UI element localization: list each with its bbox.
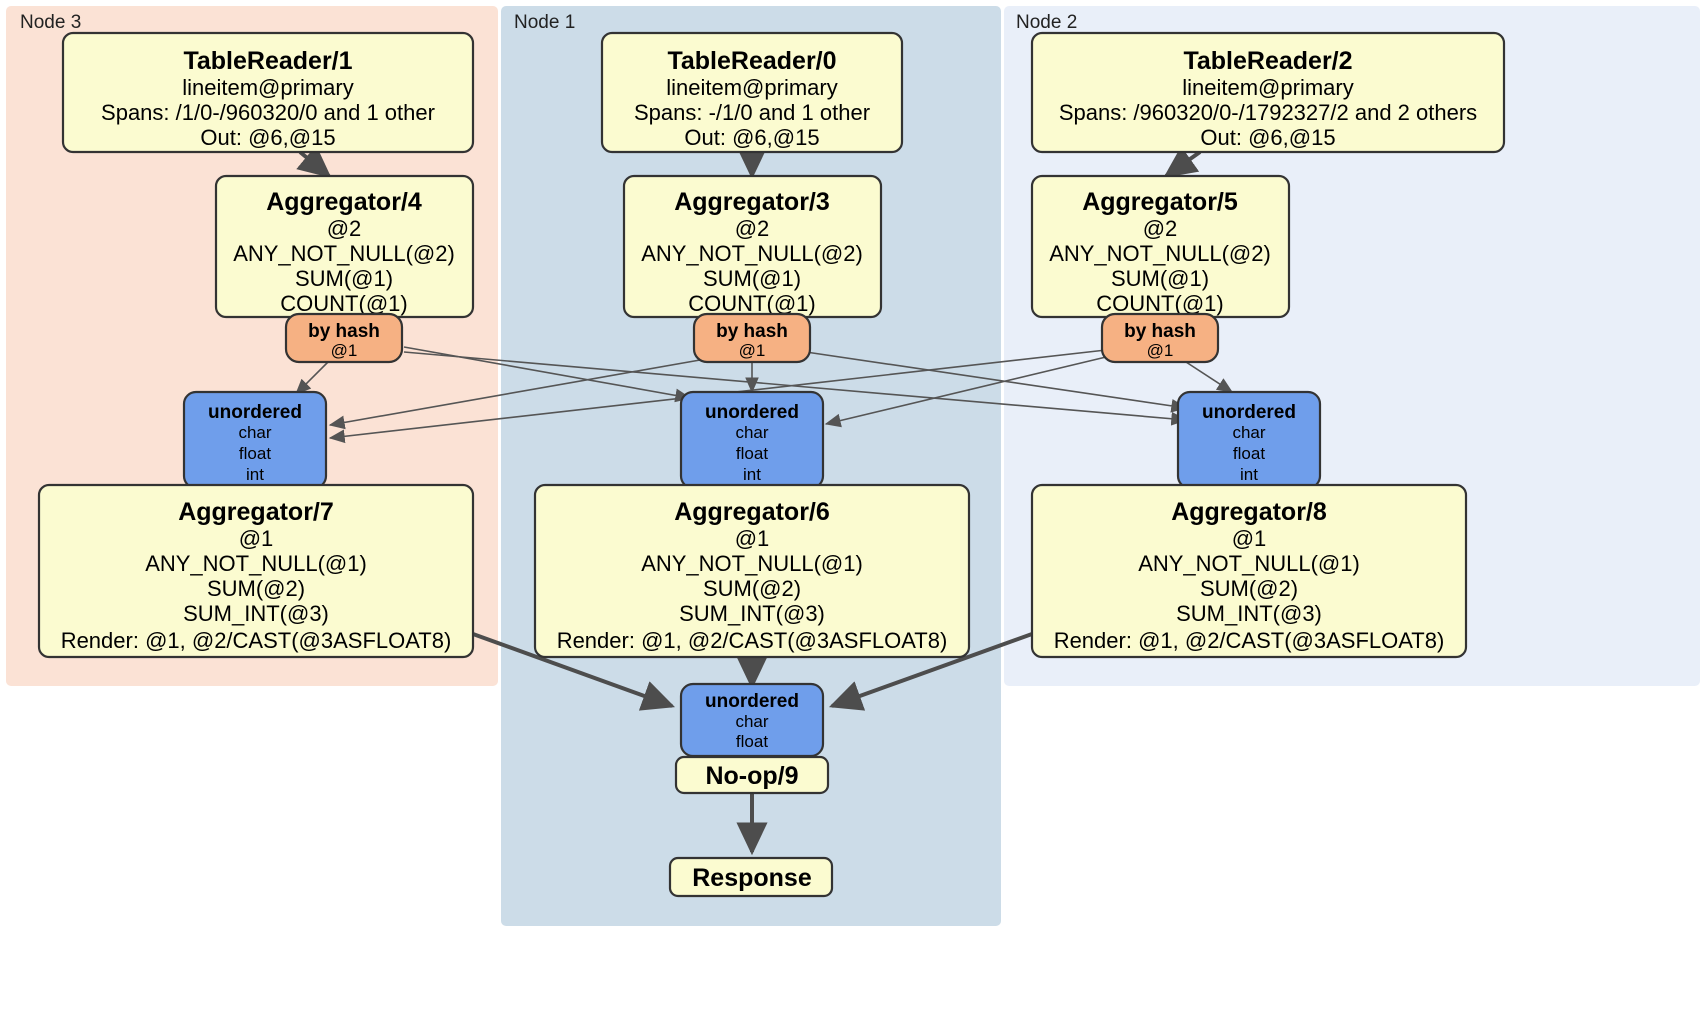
tablereader-0-line-0: lineitem@primary [666, 75, 837, 100]
stream-right-line-2: int [1240, 465, 1258, 484]
stream-unordered-right[interactable]: unordered char float int [1176, 390, 1322, 490]
aggregator-7-line-0: @1 [239, 526, 274, 551]
router-center-title: by hash [716, 321, 788, 342]
aggregator-8-line-0: @1 [1232, 526, 1267, 551]
aggregator-5-line-2: SUM(@1) [1111, 266, 1209, 291]
aggregator-5-title: Aggregator/5 [1082, 188, 1238, 216]
aggregator-3-line-1: ANY_NOT_NULL(@2) [641, 241, 863, 266]
stream-left-title: unordered [208, 402, 302, 423]
aggregator-7-line-4: Render: @1, @2/CAST(@3ASFLOAT8) [61, 628, 452, 653]
processor-tablereader-1[interactable]: TableReader/1 lineitem@primary Spans: /1… [61, 31, 475, 154]
tablereader-0-line-1: Spans: -/1/0 and 1 other [634, 100, 870, 125]
processor-aggregator-5[interactable]: Aggregator/5 @2 ANY_NOT_NULL(@2) SUM(@1)… [1030, 174, 1291, 319]
stream-right-title: unordered [1202, 402, 1296, 423]
stream-unordered-left[interactable]: unordered char float int [182, 390, 328, 490]
router-right-title: by hash [1124, 321, 1196, 342]
processor-aggregator-4[interactable]: Aggregator/4 @2 ANY_NOT_NULL(@2) SUM(@1)… [214, 174, 475, 319]
router-right-line-0: @1 [1147, 341, 1174, 360]
aggregator-5-line-1: ANY_NOT_NULL(@2) [1049, 241, 1271, 266]
aggregator-3-line-2: SUM(@1) [703, 266, 801, 291]
stream-final-line-0: char [735, 712, 768, 731]
tablereader-2-line-2: Out: @6,@15 [1200, 125, 1335, 150]
aggregator-7-line-1: ANY_NOT_NULL(@1) [145, 551, 367, 576]
router-center-line-0: @1 [739, 341, 766, 360]
router-left-line-0: @1 [331, 341, 358, 360]
processor-aggregator-8[interactable]: Aggregator/8 @1 ANY_NOT_NULL(@1) SUM(@2)… [1030, 483, 1468, 659]
panel-node2-label: Node 2 [1016, 12, 1077, 33]
aggregator-8-line-3: SUM_INT(@3) [1176, 601, 1322, 626]
processor-tablereader-0[interactable]: TableReader/0 lineitem@primary Spans: -/… [600, 31, 904, 154]
aggregator-6-title: Aggregator/6 [674, 498, 830, 526]
stream-final-title: unordered [705, 691, 799, 712]
stream-center-line-1: float [736, 444, 768, 463]
response-title: Response [692, 864, 812, 892]
stream-center-line-0: char [735, 423, 768, 442]
aggregator-7-line-3: SUM_INT(@3) [183, 601, 329, 626]
aggregator-7-line-2: SUM(@2) [207, 576, 305, 601]
stream-final-line-1: float [736, 732, 768, 751]
processor-response[interactable]: Response [668, 856, 834, 898]
aggregator-6-line-1: ANY_NOT_NULL(@1) [641, 551, 863, 576]
tablereader-1-title: TableReader/1 [183, 47, 352, 75]
router-by-hash-center[interactable]: by hash @1 [692, 312, 812, 364]
tablereader-1-line-2: Out: @6,@15 [200, 125, 335, 150]
tablereader-1-line-1: Spans: /1/0-/960320/0 and 1 other [101, 100, 435, 125]
aggregator-6-line-4: Render: @1, @2/CAST(@3ASFLOAT8) [557, 628, 948, 653]
stream-center-line-2: int [743, 465, 761, 484]
stream-unordered-final[interactable]: unordered char float [679, 682, 825, 758]
tablereader-0-title: TableReader/0 [667, 47, 836, 75]
noop-9-title: No-op/9 [705, 762, 798, 790]
tablereader-2-line-0: lineitem@primary [1182, 75, 1353, 100]
aggregator-6-line-0: @1 [735, 526, 770, 551]
aggregator-8-line-1: ANY_NOT_NULL(@1) [1138, 551, 1360, 576]
aggregator-4-title: Aggregator/4 [266, 188, 422, 216]
aggregator-7-title: Aggregator/7 [178, 498, 334, 526]
panel-node3-label: Node 3 [20, 12, 81, 33]
stream-center-title: unordered [705, 402, 799, 423]
tablereader-1-line-0: lineitem@primary [182, 75, 353, 100]
processor-aggregator-7[interactable]: Aggregator/7 @1 ANY_NOT_NULL(@1) SUM(@2)… [37, 483, 475, 659]
stream-left-line-2: int [246, 465, 264, 484]
aggregator-3-line-0: @2 [735, 216, 770, 241]
router-by-hash-left[interactable]: by hash @1 [284, 312, 404, 364]
processor-noop-9[interactable]: No-op/9 [674, 755, 830, 795]
processor-aggregator-6[interactable]: Aggregator/6 @1 ANY_NOT_NULL(@1) SUM(@2)… [533, 483, 971, 659]
aggregator-4-line-2: SUM(@1) [295, 266, 393, 291]
stream-right-line-0: char [1232, 423, 1265, 442]
tablereader-0-line-2: Out: @6,@15 [684, 125, 819, 150]
aggregator-6-line-2: SUM(@2) [703, 576, 801, 601]
router-by-hash-right[interactable]: by hash @1 [1100, 312, 1220, 364]
aggregator-8-line-2: SUM(@2) [1200, 576, 1298, 601]
panel-node1-label: Node 1 [514, 12, 575, 33]
aggregator-8-line-4: Render: @1, @2/CAST(@3ASFLOAT8) [1054, 628, 1445, 653]
aggregator-6-line-3: SUM_INT(@3) [679, 601, 825, 626]
aggregator-4-line-1: ANY_NOT_NULL(@2) [233, 241, 455, 266]
processor-aggregator-3[interactable]: Aggregator/3 @2 ANY_NOT_NULL(@2) SUM(@1)… [622, 174, 883, 319]
aggregator-3-title: Aggregator/3 [674, 188, 830, 216]
aggregator-8-title: Aggregator/8 [1171, 498, 1327, 526]
processor-tablereader-2[interactable]: TableReader/2 lineitem@primary Spans: /9… [1030, 31, 1506, 154]
stream-unordered-center[interactable]: unordered char float int [679, 390, 825, 490]
aggregator-5-line-3: COUNT(@1) [1096, 291, 1223, 316]
tablereader-2-title: TableReader/2 [1183, 47, 1352, 75]
stream-right-line-1: float [1233, 444, 1265, 463]
stream-left-line-0: char [238, 423, 271, 442]
aggregator-4-line-3: COUNT(@1) [280, 291, 407, 316]
aggregator-3-line-3: COUNT(@1) [688, 291, 815, 316]
tablereader-2-line-1: Spans: /960320/0-/1792327/2 and 2 others [1059, 100, 1477, 125]
router-left-title: by hash [308, 321, 380, 342]
stream-left-line-1: float [239, 444, 271, 463]
aggregator-4-line-0: @2 [327, 216, 362, 241]
aggregator-5-line-0: @2 [1143, 216, 1178, 241]
